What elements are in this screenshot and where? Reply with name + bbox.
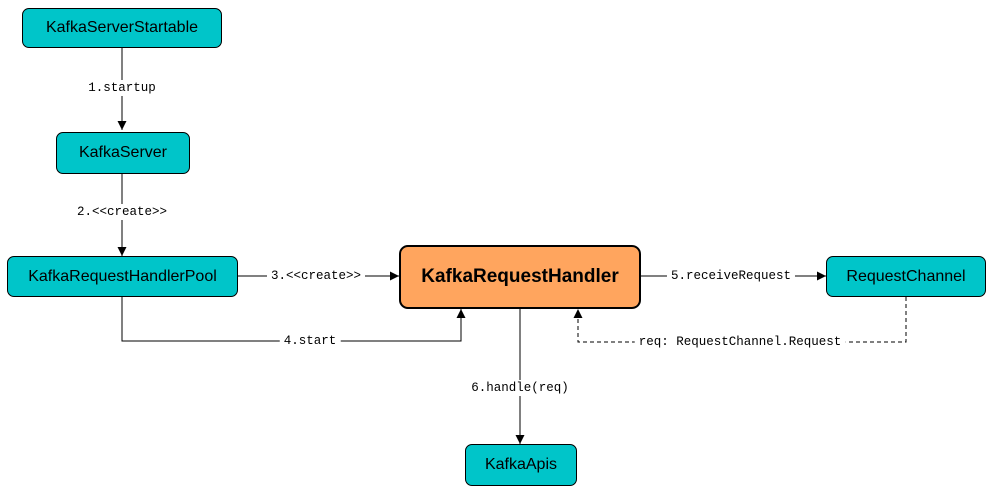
- edge-label-startup: 1.startup: [84, 80, 160, 96]
- edge-label-receive-request: 5.receiveRequest: [666, 268, 796, 284]
- node-kafka-server-startable: KafkaServerStartable: [22, 8, 222, 48]
- node-request-channel: RequestChannel: [826, 256, 986, 297]
- edge-label-start: 4.start: [279, 333, 341, 349]
- node-kafka-server: KafkaServer: [56, 132, 190, 174]
- edge-label-create-server: 2.<<create>>: [72, 204, 172, 220]
- edge-label-request: req: RequestChannel.Request: [634, 334, 846, 350]
- edge-label-create-handler: 3.<<create>>: [266, 268, 366, 284]
- node-kafka-request-handler-pool: KafkaRequestHandlerPool: [7, 256, 238, 297]
- edge-request-return: [573, 297, 907, 343]
- node-kafka-request-handler: KafkaRequestHandler: [399, 245, 641, 309]
- node-kafka-apis: KafkaApis: [465, 444, 577, 486]
- edge-label-handle: 6.handle(req): [467, 380, 573, 396]
